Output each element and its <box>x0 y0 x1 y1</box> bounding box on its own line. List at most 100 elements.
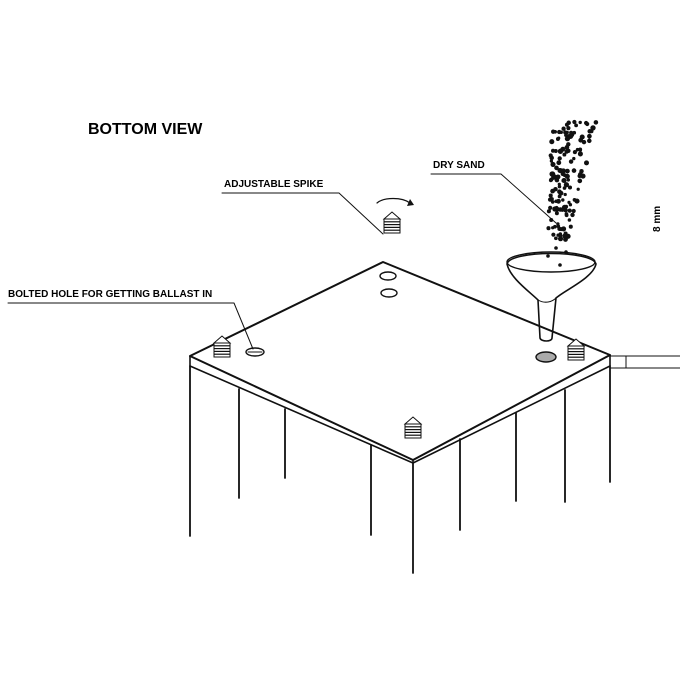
rotate-arrow-icon <box>376 197 414 206</box>
sand-grain <box>564 173 570 179</box>
sand-grain <box>581 139 587 145</box>
sand-grain <box>550 197 554 201</box>
callout-leaders <box>7 173 557 350</box>
sand-grain <box>577 178 583 184</box>
side-rails <box>609 355 680 369</box>
funnel <box>506 251 597 342</box>
sand-grain <box>561 198 565 202</box>
sand-grain <box>579 134 585 140</box>
label-dimension: 8 mm <box>652 206 663 232</box>
sand-grain <box>577 151 583 157</box>
sand-grain <box>590 125 596 131</box>
sand-grain <box>587 133 592 139</box>
sand-grain <box>554 211 559 216</box>
sand-grain <box>551 148 555 153</box>
sand-grain <box>559 237 563 241</box>
spikes-group <box>212 211 586 439</box>
sand-grain <box>567 185 573 190</box>
spike-left-icon <box>212 335 232 358</box>
sand-grain <box>558 232 563 236</box>
sand-grain <box>549 159 554 163</box>
sand-grain <box>579 168 584 174</box>
sand-grain <box>554 236 558 241</box>
sand-grain <box>564 250 568 254</box>
sand-grain <box>557 148 564 154</box>
sand-grain <box>574 123 579 128</box>
hole-rear <box>379 271 397 281</box>
sand-grain <box>555 137 560 141</box>
sand-grain <box>571 168 577 173</box>
sand-grain <box>546 209 551 214</box>
sand-grain <box>565 130 569 135</box>
label-bolted-hole: BOLTED HOLE FOR GETTING BALLAST IN <box>8 289 212 300</box>
sand-grain <box>563 182 570 188</box>
sand-grain <box>570 212 575 218</box>
sand-grain <box>589 129 594 134</box>
sand-grain <box>556 198 561 204</box>
dry-sand-particles <box>546 119 599 267</box>
sand-grain <box>564 149 569 154</box>
sand-grain <box>574 198 580 204</box>
sand-grain <box>550 161 556 167</box>
sand-grain <box>556 222 560 226</box>
sand-grain <box>568 203 573 207</box>
sand-grain <box>549 177 554 182</box>
sand-grain <box>571 208 576 214</box>
sand-grain <box>562 152 567 157</box>
sand-grain <box>572 130 577 135</box>
sand-grain <box>554 205 559 210</box>
sand-grain <box>572 150 577 155</box>
sand-grain <box>553 130 557 134</box>
label-adjustable-spike: ADJUSTABLE SPIKE <box>224 179 324 190</box>
sand-grain <box>569 130 574 135</box>
sand-grain <box>576 187 580 191</box>
sand-grain <box>560 207 565 212</box>
spike-right-icon <box>566 338 586 361</box>
sand-grain <box>557 182 561 186</box>
sand-grain <box>562 233 568 239</box>
sand-grain <box>572 119 577 125</box>
sand-grain <box>566 178 571 182</box>
sand-grain <box>551 232 556 237</box>
sand-grain <box>561 126 566 131</box>
sand-grain <box>572 156 576 161</box>
sand-grain <box>564 133 568 138</box>
ballast-hole <box>535 351 557 363</box>
sand-grain <box>558 263 562 267</box>
label-dry-sand: DRY SAND <box>433 160 485 171</box>
diagram-title: BOTTOM VIEW <box>88 121 203 138</box>
sand-grain <box>548 205 553 210</box>
sand-grain <box>553 224 557 229</box>
sand-grain <box>557 194 562 199</box>
sand-grain <box>546 254 550 258</box>
sand-grain <box>566 125 571 131</box>
sand-grain <box>554 246 558 250</box>
sand-grain <box>565 168 570 174</box>
sand-grain <box>567 208 572 213</box>
sand-grain <box>578 147 583 152</box>
platform-legs <box>189 365 611 574</box>
sand-grain <box>553 149 558 153</box>
sand-grain <box>563 192 567 197</box>
sand-grain <box>568 224 573 229</box>
sand-grain <box>561 226 567 232</box>
sand-grain <box>557 189 562 194</box>
hole-rear-2 <box>380 288 398 298</box>
sand-grain <box>550 200 555 204</box>
spike-front-icon <box>403 416 423 439</box>
sand-grain <box>564 212 569 216</box>
sand-grain <box>564 146 569 150</box>
bolted-hole <box>245 347 265 357</box>
top-holes <box>245 271 557 363</box>
sand-grain <box>566 120 571 126</box>
sand-grain <box>584 160 589 166</box>
sand-grain <box>553 186 558 192</box>
sand-grain <box>575 147 580 152</box>
sand-grain <box>587 138 592 144</box>
sand-grain <box>548 153 553 158</box>
sand-grain <box>567 218 572 222</box>
spike-adjustable-icon <box>382 211 402 234</box>
sand-grain <box>578 120 582 125</box>
sand-grain <box>549 139 555 145</box>
